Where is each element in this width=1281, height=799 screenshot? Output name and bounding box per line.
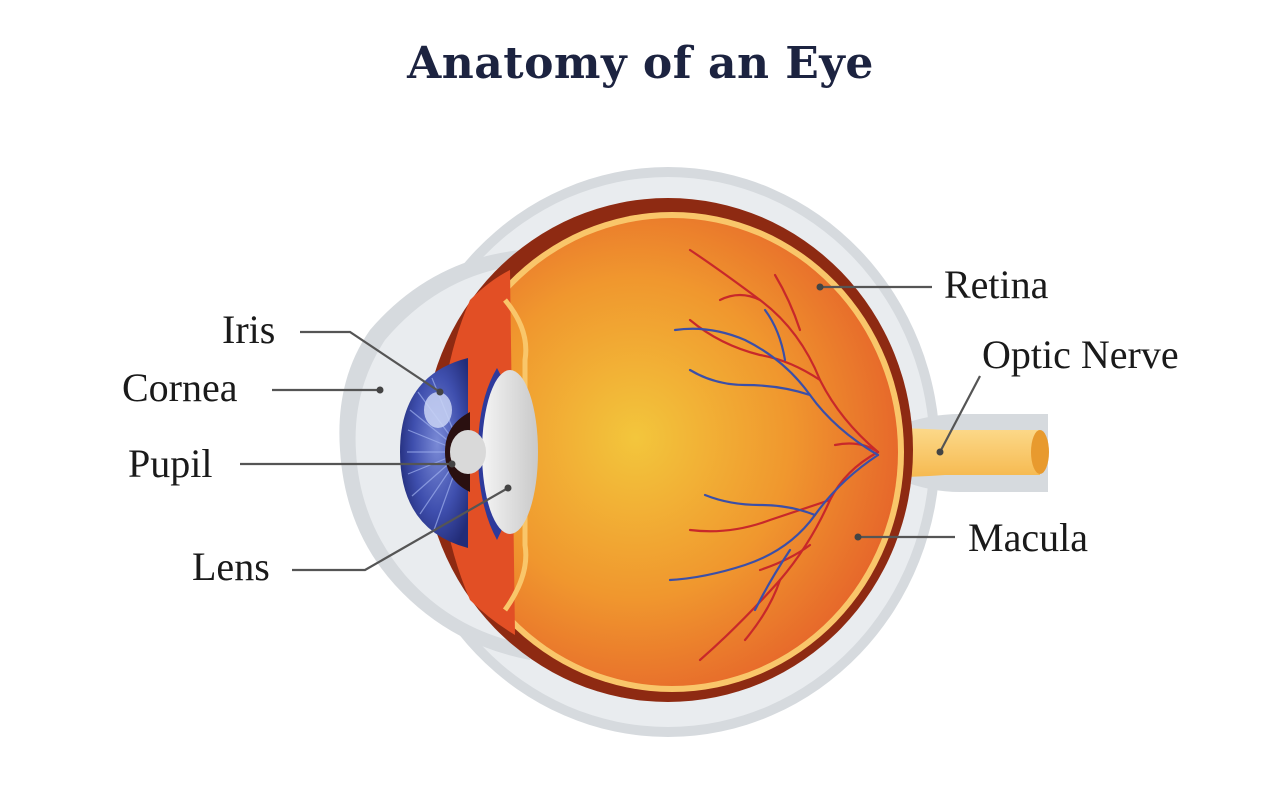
retinal-blood-vessels bbox=[668, 248, 880, 662]
vitreous-body bbox=[446, 218, 898, 686]
label-cornea: Cornea bbox=[122, 365, 238, 410]
label-iris: Iris bbox=[222, 307, 275, 352]
label-macula: Macula bbox=[968, 515, 1088, 560]
label-retina: Retina bbox=[944, 262, 1049, 307]
lens bbox=[450, 368, 538, 540]
iris bbox=[400, 358, 468, 548]
label-pupil: Pupil bbox=[128, 441, 212, 486]
diagram-title: Anatomy of an Eye bbox=[407, 38, 874, 89]
optic-nerve bbox=[880, 414, 1049, 492]
label-optic-nerve: Optic Nerve bbox=[982, 332, 1179, 377]
leader-lines bbox=[240, 283, 981, 572]
label-lens: Lens bbox=[192, 544, 270, 589]
